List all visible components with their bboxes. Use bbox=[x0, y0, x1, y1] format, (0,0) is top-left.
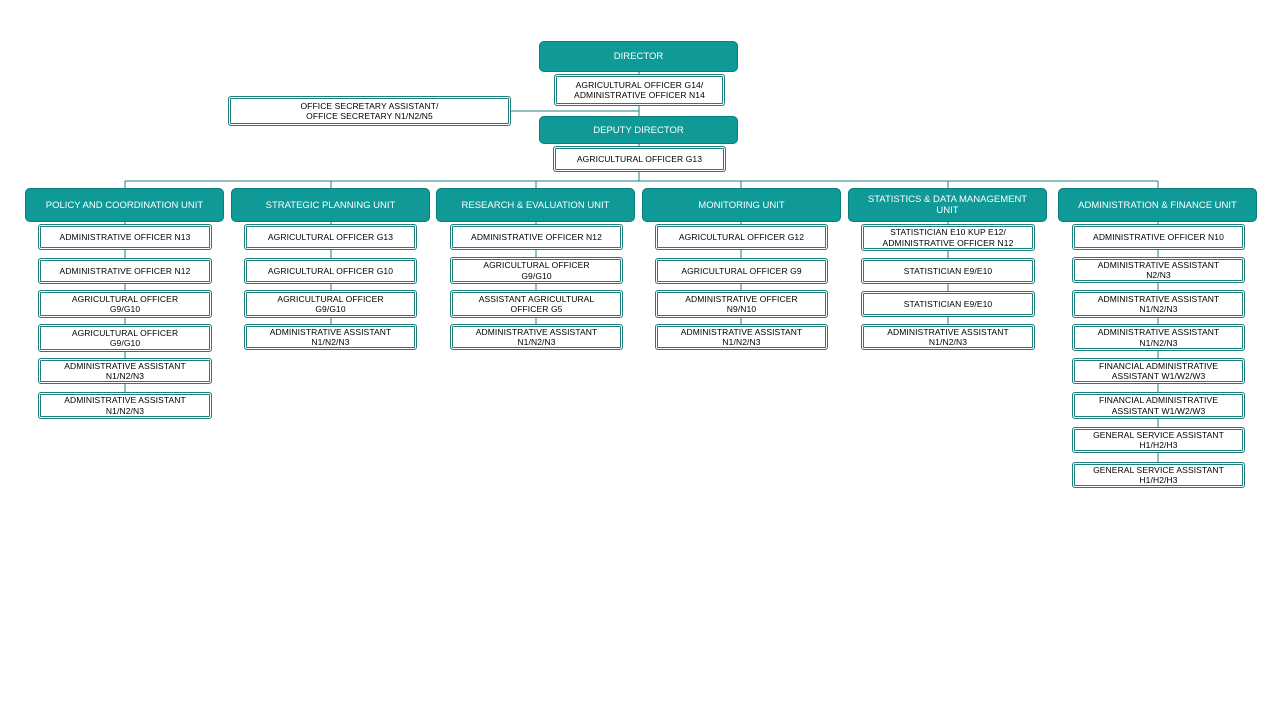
position-label: AGRICULTURAL OFFICER G9/G10 bbox=[71, 327, 179, 349]
position-box: AGRICULTURAL OFFICER G9/G10 bbox=[450, 257, 623, 284]
unit-title: RESEARCH & EVALUATION UNIT bbox=[461, 199, 610, 211]
position-box: FINANCIAL ADMINISTRATIVE ASSISTANT W1/W2… bbox=[1072, 392, 1245, 419]
position-label: AGRICULTURAL OFFICER G10 bbox=[267, 265, 394, 276]
position-label: FINANCIAL ADMINISTRATIVE ASSISTANT W1/W2… bbox=[1098, 360, 1219, 382]
position-box: ADMINISTRATIVE OFFICER N12 bbox=[38, 258, 212, 284]
position-box: GENERAL SERVICE ASSISTANT H1/H2/H3 bbox=[1072, 462, 1245, 488]
unit-statistics-data-header: STATISTICS & DATA MANAGEMENT UNIT bbox=[848, 188, 1047, 222]
position-label: ADMINISTRATIVE ASSISTANT N1/N2/N3 bbox=[475, 326, 598, 348]
position-label: ADMINISTRATIVE ASSISTANT N1/N2/N3 bbox=[64, 360, 186, 382]
position-box: ADMINISTRATIVE ASSISTANT N1/N2/N3 bbox=[244, 324, 417, 350]
unit-title: STRATEGIC PLANNING UNIT bbox=[265, 199, 396, 211]
position-label: STATISTICIAN E9/E10 bbox=[903, 265, 993, 276]
position-label: ADMINISTRATIVE OFFICER N10 bbox=[1093, 231, 1224, 242]
office-secretary-label: OFFICE SECRETARY ASSISTANT/ OFFICE SECRE… bbox=[300, 100, 439, 122]
position-label: GENERAL SERVICE ASSISTANT H1/H2/H3 bbox=[1093, 464, 1224, 486]
director-position-box: AGRICULTURAL OFFICER G14/ ADMINISTRATIVE… bbox=[554, 74, 725, 106]
director-box: DIRECTOR bbox=[539, 41, 738, 72]
unit-research-evaluation-header: RESEARCH & EVALUATION UNIT bbox=[436, 188, 635, 222]
position-box: STATISTICIAN E10 KUP E12/ ADMINISTRATIVE… bbox=[861, 224, 1035, 251]
position-box: STATISTICIAN E9/E10 bbox=[861, 291, 1035, 317]
position-label: AGRICULTURAL OFFICER G9/G10 bbox=[71, 293, 179, 315]
position-box: FINANCIAL ADMINISTRATIVE ASSISTANT W1/W2… bbox=[1072, 358, 1245, 384]
position-box: ADMINISTRATIVE ASSISTANT N1/N2/N3 bbox=[38, 358, 212, 384]
position-label: ADMINISTRATIVE ASSISTANT N1/N2/N3 bbox=[269, 326, 392, 348]
position-box: ADMINISTRATIVE ASSISTANT N1/N2/N3 bbox=[861, 324, 1035, 350]
position-box: ADMINISTRATIVE OFFICER N12 bbox=[450, 224, 623, 250]
position-label: ADMINISTRATIVE ASSISTANT N1/N2/N3 bbox=[887, 326, 1009, 348]
position-label: STATISTICIAN E9/E10 bbox=[903, 298, 993, 309]
unit-policy-coordination-header: POLICY AND COORDINATION UNIT bbox=[25, 188, 224, 222]
unit-monitoring-header: MONITORING UNIT bbox=[642, 188, 841, 222]
position-box: ADMINISTRATIVE ASSISTANT N1/N2/N3 bbox=[38, 392, 212, 419]
deputy-director-position-box: AGRICULTURAL OFFICER G13 bbox=[553, 146, 726, 172]
position-box: AGRICULTURAL OFFICER G12 bbox=[655, 224, 828, 250]
position-label: FINANCIAL ADMINISTRATIVE ASSISTANT W1/W2… bbox=[1098, 395, 1219, 416]
position-box: AGRICULTURAL OFFICER G9/G10 bbox=[38, 290, 212, 318]
unit-title: POLICY AND COORDINATION UNIT bbox=[45, 199, 204, 211]
position-label: ADMINISTRATIVE OFFICER N12 bbox=[471, 231, 602, 242]
position-label: AGRICULTURAL OFFICER G9/G10 bbox=[277, 293, 384, 315]
deputy-director-box: DEPUTY DIRECTOR bbox=[539, 116, 738, 144]
director-position-label: AGRICULTURAL OFFICER G14/ ADMINISTRATIVE… bbox=[574, 79, 705, 101]
position-box: ADMINISTRATIVE ASSISTANT N1/N2/N3 bbox=[450, 324, 623, 350]
unit-title: STATISTICS & DATA MANAGEMENT UNIT bbox=[867, 194, 1028, 216]
position-box: ASSISTANT AGRICULTURAL OFFICER G5 bbox=[450, 290, 623, 318]
position-box: AGRICULTURAL OFFICER G9 bbox=[655, 258, 828, 284]
position-label: ADMINISTRATIVE ASSISTANT N1/N2/N3 bbox=[1097, 327, 1220, 348]
position-box: ADMINISTRATIVE OFFICER N10 bbox=[1072, 224, 1245, 250]
deputy-director-title: DEPUTY DIRECTOR bbox=[593, 124, 684, 136]
position-label: ADMINISTRATIVE OFFICER N13 bbox=[59, 231, 191, 242]
position-box: GENERAL SERVICE ASSISTANT H1/H2/H3 bbox=[1072, 427, 1245, 453]
unit-title: ADMINISTRATION & FINANCE UNIT bbox=[1078, 199, 1237, 211]
position-label: AGRICULTURAL OFFICER G9 bbox=[681, 265, 802, 276]
position-label: ADMINISTRATIVE ASSISTANT N2/N3 bbox=[1097, 259, 1220, 281]
position-label: AGRICULTURAL OFFICER G12 bbox=[678, 231, 805, 242]
position-box: AGRICULTURAL OFFICER G9/G10 bbox=[38, 324, 212, 352]
position-box: ADMINISTRATIVE ASSISTANT N2/N3 bbox=[1072, 257, 1245, 283]
unit-administration-finance-header: ADMINISTRATION & FINANCE UNIT bbox=[1058, 188, 1257, 222]
position-label: STATISTICIAN E10 KUP E12/ ADMINISTRATIVE… bbox=[882, 227, 1014, 248]
office-secretary-box: OFFICE SECRETARY ASSISTANT/ OFFICE SECRE… bbox=[228, 96, 511, 126]
position-label: ADMINISTRATIVE ASSISTANT N1/N2/N3 bbox=[680, 326, 803, 348]
deputy-director-position-label: AGRICULTURAL OFFICER G13 bbox=[576, 153, 703, 164]
position-label: ADMINISTRATIVE ASSISTANT N1/N2/N3 bbox=[64, 395, 186, 416]
position-box: ADMINISTRATIVE OFFICER N9/N10 bbox=[655, 290, 828, 318]
position-box: ADMINISTRATIVE ASSISTANT N1/N2/N3 bbox=[1072, 290, 1245, 318]
position-box: AGRICULTURAL OFFICER G9/G10 bbox=[244, 290, 417, 318]
position-label: AGRICULTURAL OFFICER G13 bbox=[267, 231, 394, 242]
position-label: ADMINISTRATIVE OFFICER N12 bbox=[59, 265, 191, 276]
position-box: ADMINISTRATIVE OFFICER N13 bbox=[38, 224, 212, 250]
position-label: ADMINISTRATIVE ASSISTANT N1/N2/N3 bbox=[1097, 293, 1220, 315]
position-box: ADMINISTRATIVE ASSISTANT N1/N2/N3 bbox=[655, 324, 828, 350]
position-box: AGRICULTURAL OFFICER G13 bbox=[244, 224, 417, 250]
position-label: ASSISTANT AGRICULTURAL OFFICER G5 bbox=[478, 293, 595, 315]
position-box: AGRICULTURAL OFFICER G10 bbox=[244, 258, 417, 284]
position-box: STATISTICIAN E9/E10 bbox=[861, 258, 1035, 284]
position-box: ADMINISTRATIVE ASSISTANT N1/N2/N3 bbox=[1072, 324, 1245, 351]
position-label: GENERAL SERVICE ASSISTANT H1/H2/H3 bbox=[1093, 429, 1224, 451]
unit-strategic-planning-header: STRATEGIC PLANNING UNIT bbox=[231, 188, 430, 222]
position-label: ADMINISTRATIVE OFFICER N9/N10 bbox=[685, 293, 798, 315]
unit-title: MONITORING UNIT bbox=[698, 199, 785, 211]
director-title: DIRECTOR bbox=[613, 51, 664, 62]
position-label: AGRICULTURAL OFFICER G9/G10 bbox=[483, 260, 590, 281]
